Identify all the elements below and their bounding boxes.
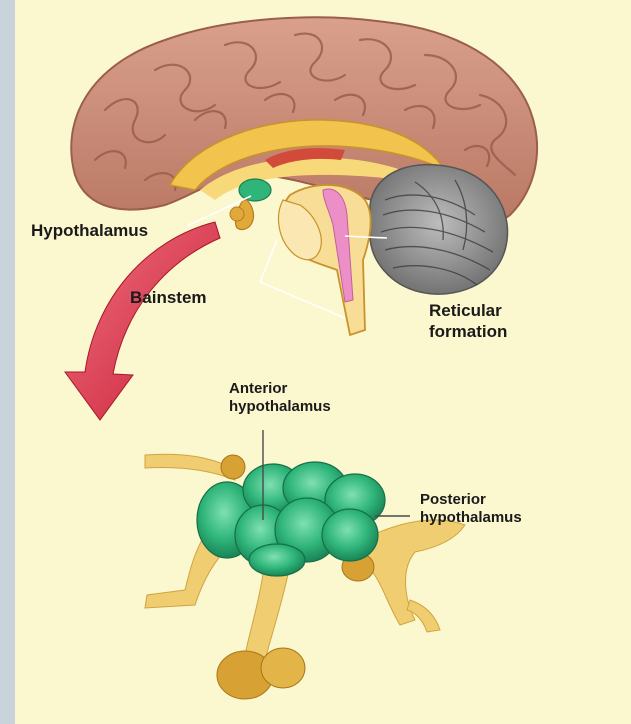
label-reticular-line1: Reticular <box>429 300 502 321</box>
label-anterior-line2: hypothalamus <box>229 398 331 416</box>
label-reticular-line2: formation <box>429 321 507 342</box>
curved-arrow <box>65 222 220 420</box>
label-anterior-line1: Anterior <box>229 380 287 398</box>
label-brainstem: Bainstem <box>130 287 207 308</box>
brainstem <box>279 185 371 335</box>
cerebellum <box>370 165 508 295</box>
brain-hypothalamus-diagram <box>15 0 631 724</box>
label-hypothalamus: Hypothalamus <box>31 220 148 241</box>
diagram-panel: Hypothalamus Bainstem Reticular formatio… <box>15 0 631 724</box>
zoomed-hypothalamus <box>145 454 465 699</box>
label-posterior-line2: hypothalamus <box>420 509 522 527</box>
label-posterior-line1: Posterior <box>420 491 486 509</box>
